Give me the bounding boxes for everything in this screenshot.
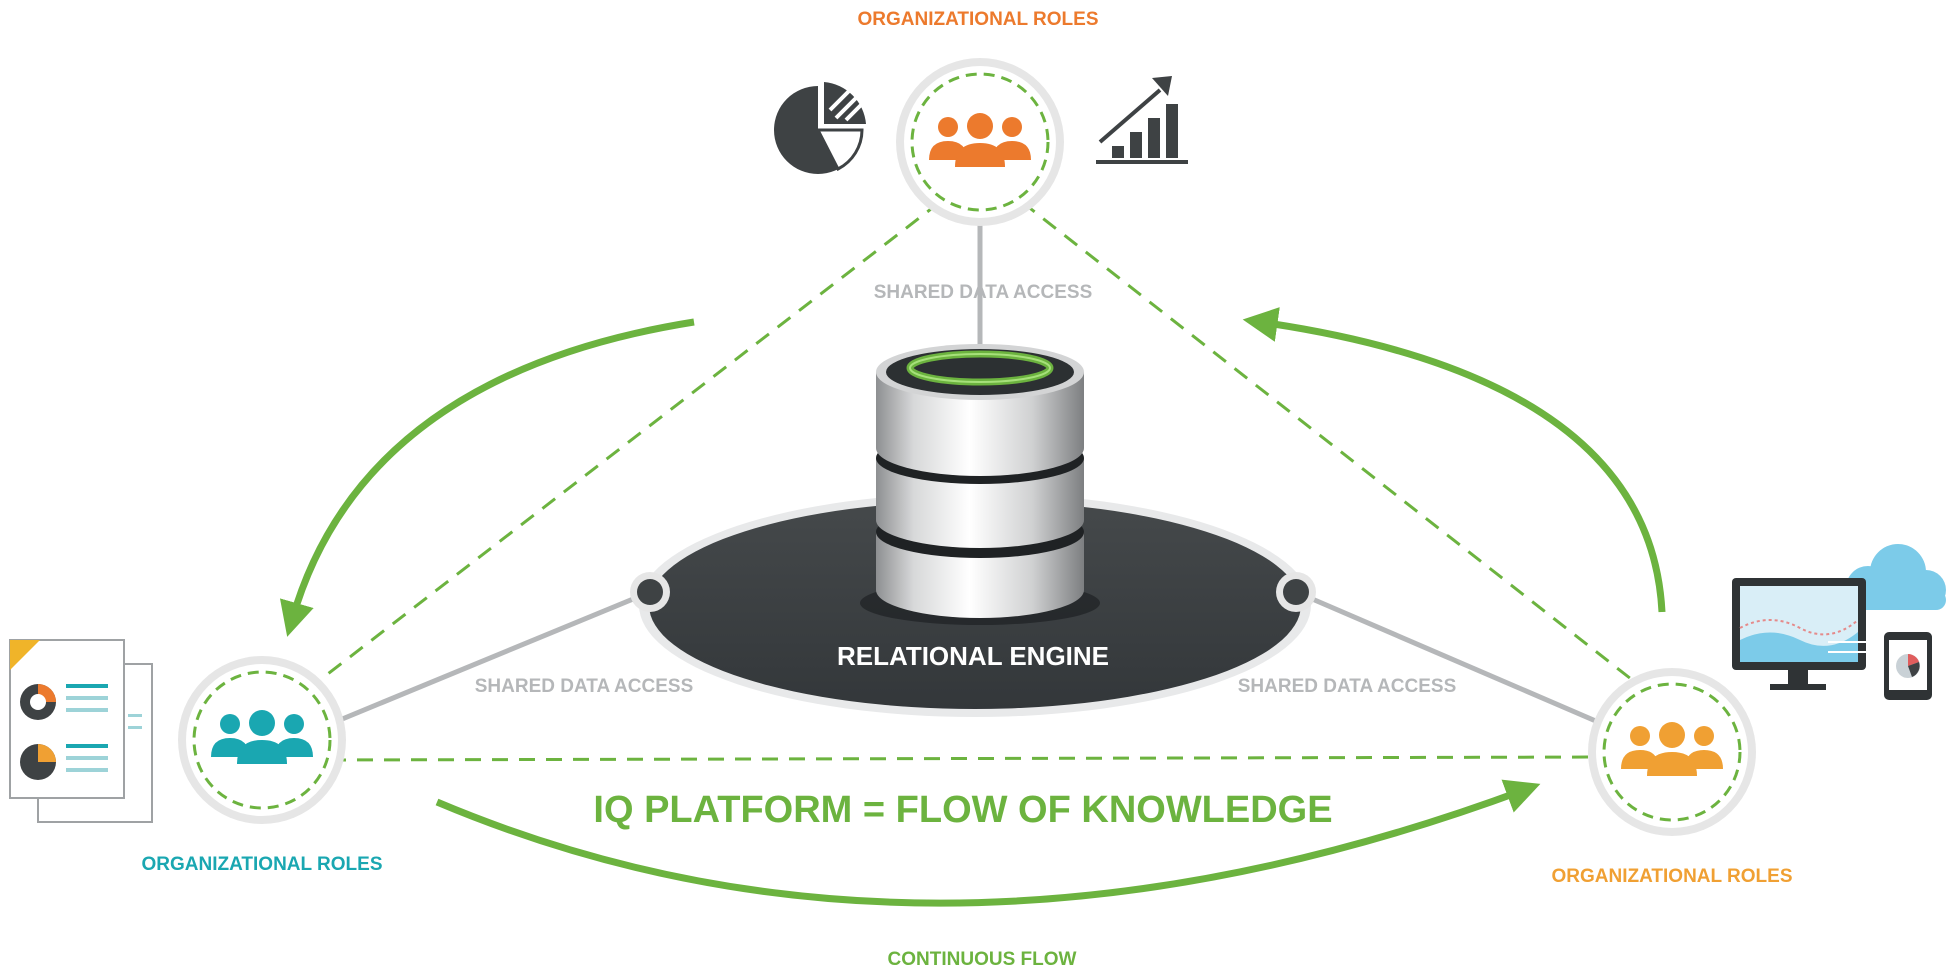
pie-chart-icon (774, 82, 866, 174)
role-label-top: ORGANIZATIONAL ROLES (857, 9, 1098, 30)
engine-label: RELATIONAL ENGINE (837, 641, 1109, 671)
role-label-right: ORGANIZATIONAL ROLES (1551, 866, 1792, 887)
documents-icon (9, 639, 153, 823)
cloud-icon (1846, 544, 1946, 610)
flow-arrows (279, 307, 1666, 907)
access-label-top: SHARED DATA ACCESS (874, 282, 1093, 303)
database-icon (876, 344, 1084, 618)
role-circle-right (1588, 668, 1756, 836)
arrow-bottom (435, 779, 1541, 907)
flow-label: CONTINUOUS FLOW (888, 949, 1077, 970)
people-icon (211, 710, 313, 764)
platform-title: IQ PLATFORM = FLOW OF KNOWLEDGE (593, 789, 1332, 831)
arrow-right-top (1242, 307, 1666, 613)
role-circle-left (178, 656, 346, 824)
bar-chart-icon (1096, 76, 1188, 164)
access-label-left: SHARED DATA ACCESS (475, 676, 694, 697)
tablet-icon (1884, 632, 1932, 700)
role-label-left: ORGANIZATIONAL ROLES (141, 854, 382, 875)
role-circle-top (896, 58, 1064, 226)
people-icon (1621, 722, 1723, 776)
access-connectors (334, 212, 1606, 728)
arrow-top-left (279, 318, 695, 637)
access-label-right: SHARED DATA ACCESS (1238, 676, 1457, 697)
dashed-triangle (319, 200, 1641, 762)
monitor-icon (1732, 578, 1866, 690)
people-icon (929, 113, 1031, 167)
labels: ORGANIZATIONAL ROLES SHARED DATA ACCESS … (141, 9, 1792, 970)
